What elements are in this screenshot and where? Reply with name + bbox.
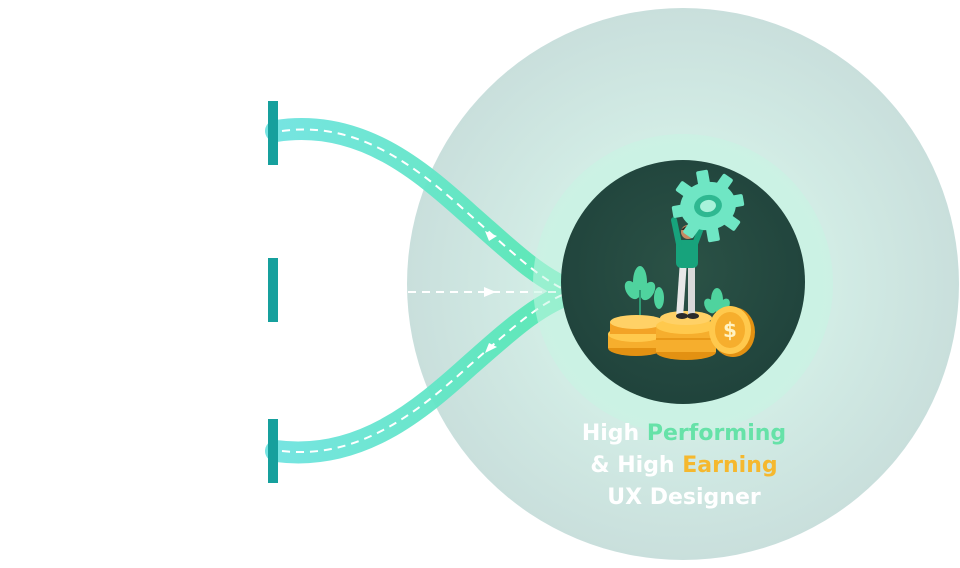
person-lifting-gear-on-coins-illustration: $ — [608, 169, 755, 360]
caption-line-3: UX Designer — [607, 485, 761, 510]
gear-icon — [671, 169, 745, 243]
coin-stack-left — [608, 315, 664, 356]
caption-line-2: & High Earning — [534, 450, 834, 482]
arrow-middle-icon — [484, 287, 496, 297]
svg-text:$: $ — [723, 318, 737, 342]
plant-icon — [624, 266, 730, 320]
start-bar-icon — [268, 101, 278, 165]
arrow-top-icon — [485, 231, 497, 241]
path-dashes — [281, 128, 571, 454]
caption-line-1-prefix: High — [581, 421, 647, 446]
coin-stack-middle — [656, 311, 716, 360]
start-bar-icon — [268, 419, 278, 483]
result-caption: High Performing & High Earning UX Design… — [534, 418, 834, 514]
dollar-coin-icon: $ — [709, 306, 755, 357]
caption-line-2-prefix: & High — [590, 453, 683, 478]
start-bar-icon — [268, 258, 278, 322]
caption-highlight-performing: Performing — [646, 421, 787, 446]
path-arrows — [484, 231, 497, 353]
person-figure — [671, 217, 707, 319]
caption-highlight-earning: Earning — [682, 453, 778, 478]
dash-top — [281, 128, 571, 293]
start-bars — [268, 101, 278, 483]
caption-line-1: High Performing — [534, 418, 834, 450]
arrow-bottom-icon — [485, 343, 497, 353]
dash-bottom — [281, 291, 571, 454]
